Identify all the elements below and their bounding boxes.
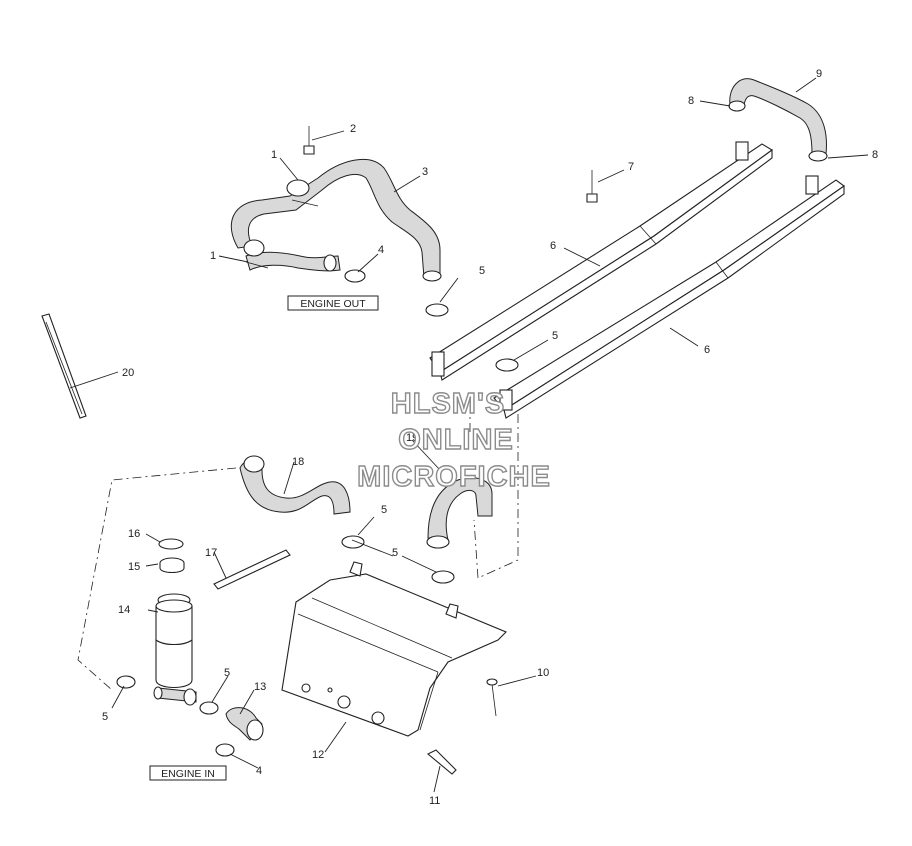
callout-5: 5	[479, 265, 485, 277]
callout-13: 13	[254, 681, 266, 693]
clamps-part-5-lower	[116, 535, 455, 715]
callout-18: 18	[292, 456, 304, 468]
callout-numbers: 1 1 2 3 4 4 5 5 5 5 5 5 6 6 7 8 8 9 10 1…	[102, 68, 878, 807]
watermark: HLSM'S ONLINE MICROFICHE	[356, 387, 551, 493]
callout-14: 14	[118, 604, 130, 616]
watermark-line-2: ONLINE	[398, 424, 514, 456]
watermark-line-1: HLSM'S	[391, 388, 505, 420]
tank-part-12	[281, 561, 507, 737]
engine-out-hose-assembly	[230, 158, 442, 282]
reservoir-part-14	[153, 593, 197, 706]
watermark-line-3: MICROFICHE	[357, 461, 551, 493]
hose-part-13	[225, 707, 264, 741]
callout-16: 16	[128, 528, 140, 540]
rivet-part-10	[486, 678, 498, 717]
leader-lines	[69, 77, 869, 793]
callout-12: 12	[312, 749, 324, 761]
heat-exchanger-part-6-lower	[493, 175, 845, 419]
cap-part-16	[158, 538, 184, 550]
callout-7: 7	[628, 161, 634, 173]
callout-2: 2	[350, 123, 356, 135]
callout-6: 6	[550, 240, 556, 252]
callout-8: 8	[688, 95, 694, 107]
bolt-part-2	[303, 126, 315, 155]
callout-11: 11	[429, 795, 440, 807]
callout-3: 3	[422, 166, 428, 178]
engine-in-label: ENGINE IN	[161, 768, 215, 780]
clamp-part-4-lower	[215, 743, 235, 757]
hose-part-18	[239, 455, 351, 515]
engine-out-tag: ENGINE OUT	[287, 295, 379, 311]
crossover-hose-part-9	[728, 78, 828, 162]
engine-in-tag: ENGINE IN	[149, 765, 227, 781]
clamps-part-5-upper	[425, 303, 519, 372]
callout-5: 5	[552, 330, 558, 342]
callout-5: 5	[102, 711, 108, 723]
callout-8: 8	[872, 149, 878, 161]
strap-part-20	[41, 313, 87, 419]
callout-17: 17	[205, 547, 217, 559]
heat-exchanger-part-6-upper	[429, 141, 773, 381]
callout-15: 15	[128, 561, 140, 573]
callout-4: 4	[256, 765, 262, 777]
callout-19: 19	[406, 432, 418, 444]
callout-10: 10	[537, 667, 549, 679]
callout-9: 9	[816, 68, 822, 80]
callout-6: 6	[704, 344, 710, 356]
callout-20: 20	[122, 367, 134, 379]
callout-5: 5	[224, 667, 230, 679]
engine-out-label: ENGINE OUT	[300, 298, 366, 310]
tube-part-17	[213, 549, 291, 590]
plug-part-11	[427, 749, 457, 775]
callout-4: 4	[378, 244, 384, 256]
bolt-part-7	[586, 170, 598, 203]
dash-outline	[77, 404, 519, 691]
callout-1: 1	[271, 149, 277, 161]
seal-part-15	[159, 557, 185, 574]
callout-5: 5	[392, 547, 398, 559]
callout-5: 5	[381, 504, 387, 516]
clamp-part-4	[344, 269, 366, 283]
callout-1: 1	[210, 250, 216, 262]
hose-part-19	[426, 477, 493, 549]
